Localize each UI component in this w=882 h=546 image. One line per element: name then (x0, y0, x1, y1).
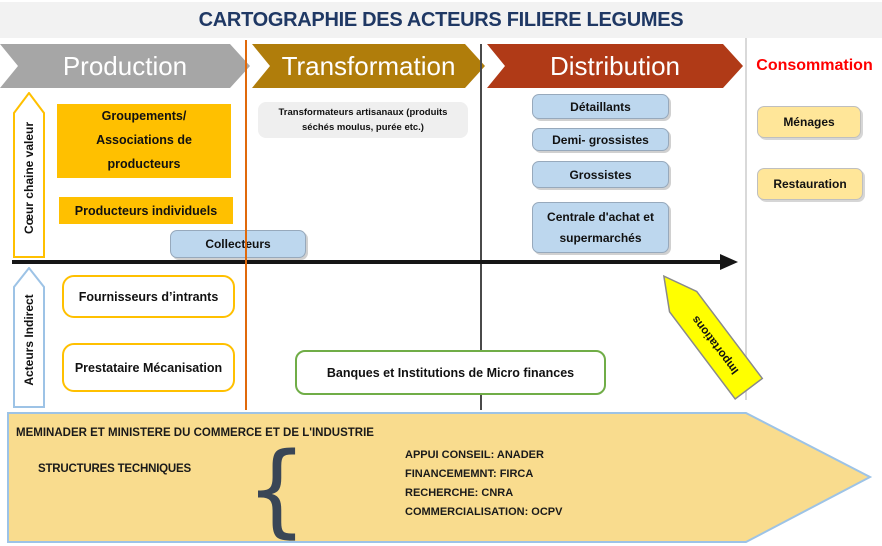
brace-glyph: { (246, 430, 308, 546)
indirect-actors-arrow: Acteurs Indirect (13, 267, 45, 408)
service-commercialisation: COMMERCIALISATION: OCPV (405, 506, 563, 518)
ministries-label: MEMINADER ET MINISTERE DU COMMERCE ET DE… (16, 427, 374, 439)
core-chain-label: Cœur chaine valeur (22, 122, 36, 235)
transformateurs-line2: séchés moulus, purée etc.) (302, 122, 424, 133)
indirect-actors-label: Acteurs Indirect (22, 294, 36, 386)
importations-arrow: Importations (648, 264, 764, 401)
separator-transformation-distribution (480, 44, 482, 410)
stage-production-label: Production (62, 50, 188, 81)
groupements-line1: Groupements/ (101, 109, 187, 124)
value-chain-axis-arrowhead-icon (720, 254, 738, 270)
producteurs-individuels-box: Producteurs individuels (59, 197, 233, 224)
transformateurs-box: Transformateurs artisanaux (produits séc… (258, 102, 468, 138)
centrale-achat-box: Centrale d'achat et supermarchés (532, 202, 669, 253)
service-recherche: RECHERCHE: CNRA (405, 487, 514, 499)
page-title: CARTOGRAPHIE DES ACTEURS FILIERE LEGUMES (198, 8, 684, 31)
stage-distribution-label: Distribution (549, 50, 681, 81)
detaillants-box: Détaillants (532, 94, 669, 119)
groupements-line3: producteurs (107, 156, 181, 171)
centrale-line2: supermarchés (559, 230, 642, 245)
consommation-label: Consommation (756, 57, 873, 74)
up-arrow-icon (13, 267, 45, 408)
banques-microfinances-box: Banques et Institutions de Micro finance… (295, 350, 606, 395)
stage-distribution: Distribution (487, 44, 743, 88)
services-list: APPUI CONSEIL: ANADER FINANCEMEMNT: FIRC… (405, 446, 562, 522)
groupements-box: Groupements/ Associations de producteurs (57, 104, 231, 178)
separator-distribution-consommation (745, 38, 747, 400)
fournisseurs-intrants-box: Fournisseurs d’intrants (62, 275, 235, 318)
stage-transformation: Transformation (252, 44, 485, 88)
structures-techniques-label: STRUCTURES TECHNIQUES (38, 463, 191, 475)
service-appui-conseil: APPUI CONSEIL: ANADER (405, 449, 544, 461)
demi-grossistes-box: Demi- grossistes (532, 128, 669, 151)
up-arrow-icon (13, 92, 45, 258)
prestataire-mecanisation-box: Prestataire Mécanisation (62, 343, 235, 392)
stage-transformation-label: Transformation (281, 50, 456, 81)
centrale-line1: Centrale d'achat et (547, 210, 654, 225)
menages-box: Ménages (757, 106, 861, 138)
importations-label: Importations (689, 313, 742, 377)
restauration-box: Restauration (757, 168, 863, 200)
institutions-arrow (7, 412, 873, 543)
value-chain-axis-line (12, 260, 722, 264)
groupements-line2: Associations de (96, 133, 192, 148)
title-band: CARTOGRAPHIE DES ACTEURS FILIERE LEGUMES (0, 2, 882, 38)
separator-production-transformation (245, 40, 247, 410)
arrow-icon (662, 274, 764, 400)
core-chain-arrow: Cœur chaine valeur (13, 92, 45, 258)
transformateurs-line1: Transformateurs artisanaux (produits (278, 106, 448, 118)
stage-production: Production (0, 44, 250, 88)
service-financement: FINANCEMEMNT: FIRCA (405, 468, 534, 480)
grossistes-box: Grossistes (532, 161, 669, 188)
collecteurs-box: Collecteurs (170, 230, 306, 258)
